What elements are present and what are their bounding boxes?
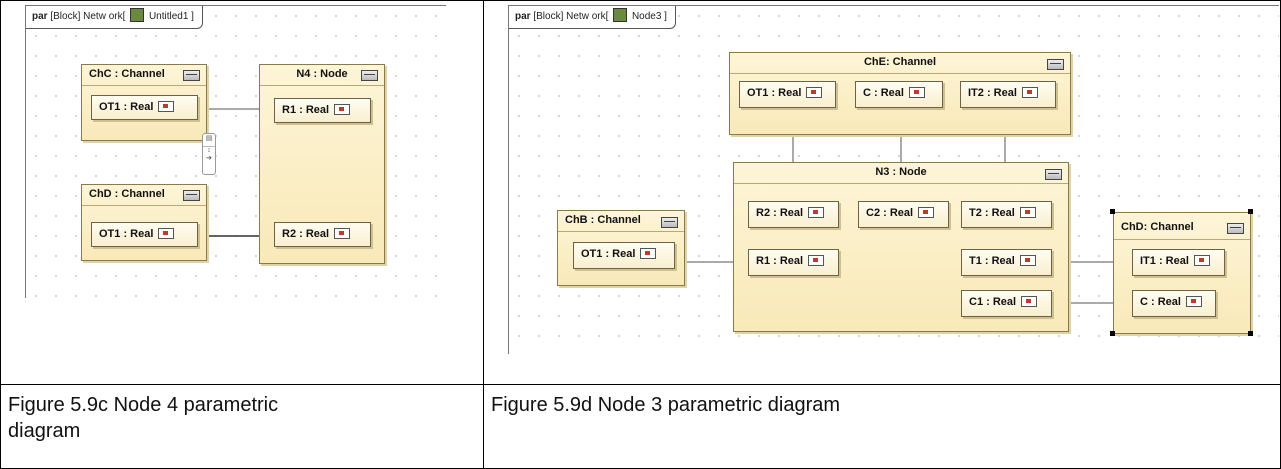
part-label: C : Real (863, 87, 904, 99)
block-chd-selected[interactable]: ChD: Channel IT1 : Real C : Real (1113, 212, 1251, 334)
part-property[interactable]: IT2 : Real (960, 81, 1056, 108)
part-property[interactable]: OT1 : Real (91, 222, 198, 247)
frame-keyword: par (515, 11, 531, 22)
part-label: C2 : Real (866, 207, 914, 219)
block-title: N4 : Node (296, 68, 348, 80)
part-label: OT1 : Real (99, 228, 154, 240)
value-property-icon (1019, 254, 1036, 266)
block-n4-node[interactable]: N4 : Node R1 : Real R2 : Real (259, 64, 385, 264)
part-label: R1 : Real (756, 255, 804, 267)
part-label: T2 : Real (969, 207, 1015, 219)
left-figure-caption: Figure 5.9c Node 4 parametric diagram (8, 394, 279, 442)
part-property[interactable]: C : Real (1132, 290, 1216, 317)
part-property[interactable]: R1 : Real (748, 249, 839, 276)
block-header-divider (82, 85, 206, 86)
block-header-divider (558, 231, 684, 232)
value-property-icon (640, 247, 657, 259)
block-header-divider (730, 73, 1070, 74)
part-label: R2 : Real (282, 228, 330, 240)
compartment-icon[interactable] (361, 70, 378, 81)
right-diagram-canvas: par [Block] Netw ork[ Node3 ] ChE: Chann… (508, 5, 1279, 354)
block-title: ChD : Channel (89, 188, 165, 200)
part-property[interactable]: C1 : Real (961, 290, 1052, 317)
value-property-icon (1019, 206, 1036, 218)
part-property[interactable]: C : Real (855, 81, 943, 108)
part-property[interactable]: C2 : Real (858, 201, 949, 228)
part-label: OT1 : Real (747, 87, 802, 99)
part-property[interactable]: OT1 : Real (739, 81, 836, 108)
selection-handle[interactable] (1110, 331, 1115, 336)
value-property-icon (1021, 295, 1038, 307)
block-header-divider (82, 205, 206, 206)
block-title: ChB : Channel (565, 214, 641, 226)
value-property-icon (908, 86, 925, 98)
value-property-icon (158, 227, 175, 239)
selection-handle[interactable] (1110, 209, 1115, 214)
block-title: ChD: Channel (1121, 221, 1194, 233)
value-property-icon (334, 227, 351, 239)
left-frame-header: par [Block] Netw ork[ Untitled1 ] (26, 6, 203, 29)
compartment-icon[interactable] (183, 190, 200, 201)
part-property[interactable]: OT1 : Real (573, 242, 675, 269)
compartment-icon[interactable] (1227, 223, 1244, 234)
value-property-icon (808, 206, 825, 218)
value-property-icon (1021, 86, 1038, 98)
right-frame-header: par [Block] Netw ork[ Node3 ] (509, 6, 676, 29)
compartment-icon[interactable] (1047, 59, 1064, 70)
compartment-icon[interactable] (183, 70, 200, 81)
part-label: C1 : Real (969, 296, 1017, 308)
block-che[interactable]: ChE: Channel OT1 : Real C : Real IT2 : R… (729, 52, 1071, 135)
right-caption-cell (483, 384, 1281, 469)
selection-handle[interactable] (1248, 331, 1253, 336)
frame-type: [Block] Netw ork[ (50, 11, 126, 22)
part-label: IT1 : Real (1140, 255, 1189, 267)
part-property[interactable]: T2 : Real (961, 201, 1052, 228)
part-label: IT2 : Real (968, 87, 1017, 99)
value-property-icon (1185, 295, 1202, 307)
part-label: OT1 : Real (99, 101, 154, 113)
value-property-icon (808, 254, 825, 266)
part-label: OT1 : Real (581, 248, 636, 260)
part-label: T1 : Real (969, 255, 1015, 267)
block-chd[interactable]: ChD : Channel OT1 : Real (81, 184, 207, 261)
block-chc[interactable]: ChC : Channel OT1 : Real (81, 64, 207, 141)
block-header-divider (1114, 239, 1250, 240)
part-property[interactable]: R2 : Real (748, 201, 839, 228)
value-property-icon (158, 100, 175, 112)
block-header-divider (260, 85, 384, 86)
value-property-icon (918, 206, 935, 218)
block-title: ChE: Channel (863, 56, 937, 68)
frame-diagram-name: Node3 ] (631, 11, 667, 22)
diagram-icon (130, 8, 145, 23)
block-chb[interactable]: ChB : Channel OT1 : Real (557, 210, 685, 286)
frame-type: [Block] Netw ork[ (533, 11, 609, 22)
left-diagram-canvas: par [Block] Netw ork[ Untitled1 ] ChC : … (25, 5, 446, 298)
part-property[interactable]: OT1 : Real (91, 95, 198, 120)
value-property-icon (1193, 254, 1210, 266)
part-property[interactable]: IT1 : Real (1132, 249, 1225, 276)
value-property-icon (334, 103, 351, 115)
compartment-icon[interactable] (661, 217, 678, 228)
frame-keyword: par (32, 11, 48, 22)
selection-handle[interactable] (1248, 209, 1253, 214)
block-n3-node[interactable]: N3 : Node R2 : Real C2 : Real T2 : Real … (733, 162, 1069, 332)
part-property[interactable]: R2 : Real (274, 222, 371, 247)
diagram-icon (613, 8, 628, 23)
compartment-icon[interactable] (1045, 169, 1062, 180)
part-label: R1 : Real (282, 104, 330, 116)
block-header-divider (734, 183, 1068, 184)
part-property[interactable]: T1 : Real (961, 249, 1052, 276)
right-figure-caption: Figure 5.9d Node 3 parametric diagram (491, 394, 841, 416)
value-property-icon (806, 86, 823, 98)
block-title: ChC : Channel (89, 68, 165, 80)
frame-diagram-name: Untitled1 ] (148, 11, 194, 22)
part-label: R2 : Real (756, 207, 804, 219)
diagram-toolbar-control[interactable]: ▤↕➔ (202, 133, 216, 175)
part-property[interactable]: R1 : Real (274, 98, 371, 123)
block-title: N3 : Node (875, 166, 927, 178)
part-label: C : Real (1140, 296, 1181, 308)
